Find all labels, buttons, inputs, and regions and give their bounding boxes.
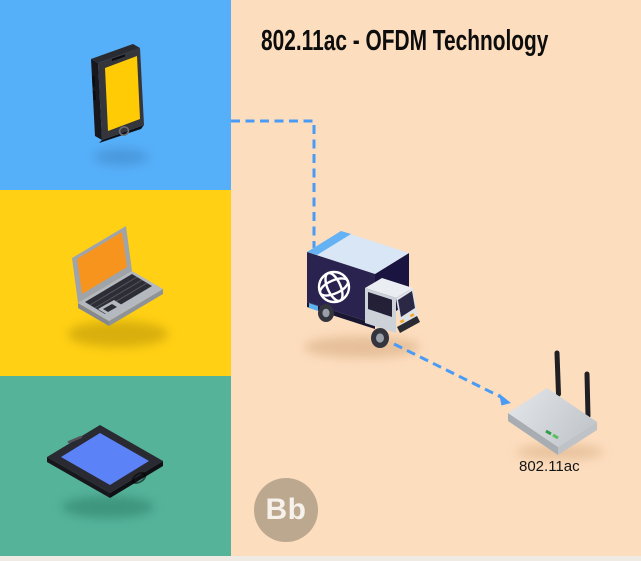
brand-logo: Bb [254, 478, 318, 542]
router-led [552, 433, 559, 440]
router-label: 802.11ac [519, 458, 580, 475]
internet-delivery-truck-icon [304, 231, 420, 358]
connector-phone-to-truck [231, 119, 316, 248]
router-antenna-left [554, 350, 561, 397]
laptop-icon [68, 226, 168, 347]
router-antenna-right [584, 371, 591, 419]
router-led [545, 429, 552, 436]
bottom-strip [0, 556, 641, 561]
brand-logo-text: Bb [265, 493, 307, 526]
page-title: 802.11ac - OFDM Technology [261, 25, 549, 57]
wifi-router-icon [508, 350, 604, 460]
smartphone-icon [91, 44, 148, 165]
connector-truck-to-router [393, 342, 511, 406]
tablet-icon [47, 425, 163, 518]
